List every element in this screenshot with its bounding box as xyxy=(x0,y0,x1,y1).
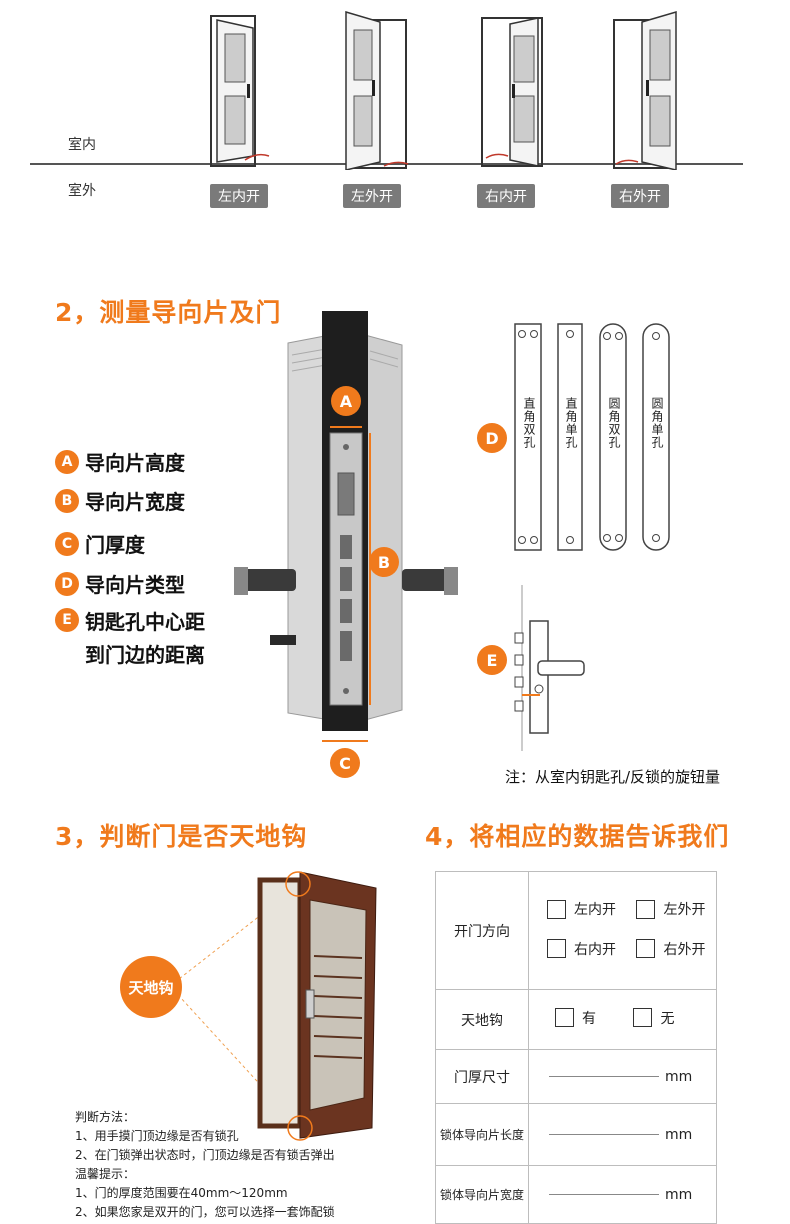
plate-label-straight-single: 直角单孔 xyxy=(564,397,578,449)
hook-heading: 3，判断门是否天地钩 xyxy=(55,822,308,851)
legend-text-c: 门厚度 xyxy=(85,533,145,557)
plate-width-label: 锁体导向片宽度 xyxy=(435,1165,529,1224)
legend-badge-b: B xyxy=(55,488,79,513)
legend-badge-e: E xyxy=(55,608,79,632)
indoor-label: 室内 xyxy=(68,137,96,153)
floor-line xyxy=(30,163,743,165)
keyhole-distance-diagram xyxy=(514,585,585,751)
legend-item-e: E 钥匙孔中心距 到门边的距离 xyxy=(55,606,205,668)
form-heading: 4，将相应的数据告诉我们 xyxy=(425,822,730,851)
plate-label-straight-double: 直角双孔 xyxy=(522,397,536,449)
option-label: 左外开 xyxy=(663,902,706,918)
outdoor-label: 室外 xyxy=(68,183,96,199)
plate-label-round-double: 圆角双孔 xyxy=(607,397,621,449)
plate-width-unit: mm xyxy=(665,1186,693,1203)
tips-title: 温馨提示： xyxy=(75,1167,136,1181)
option-left-out[interactable]: 左外开 xyxy=(636,899,705,919)
lock-body-illustration xyxy=(234,311,458,742)
hook-badge: 天地钩 xyxy=(120,956,182,1018)
option-label: 有 xyxy=(582,1010,596,1027)
door-tag-left-in: 左内开 xyxy=(210,184,268,208)
checkbox[interactable] xyxy=(555,1008,574,1028)
form-row-plate-width: 锁体导向片宽度 mm xyxy=(435,1165,717,1224)
option-hook-no[interactable]: 无 xyxy=(633,1008,674,1028)
legend-badge-c: C xyxy=(55,531,79,556)
hook-row-label: 天地钩 xyxy=(435,989,529,1050)
legend-item-c: C 门厚度 xyxy=(55,529,145,558)
form-row-direction: 开门方向 左内开 左外开 右内开 右外开 xyxy=(435,871,717,990)
door-diagram-right-in xyxy=(481,17,543,167)
callout-c: C xyxy=(330,748,360,778)
tip-2: 2、如果您家是双开的门，您可以选择一套饰配锁 xyxy=(75,1205,335,1219)
plate-length-unit: mm xyxy=(665,1126,693,1143)
method-title: 判断方法： xyxy=(75,1110,136,1124)
legend-item-a: A 导向片高度 xyxy=(55,447,185,476)
measure-note: 注：从室内钥匙孔/反锁的旋钮量 xyxy=(505,768,721,786)
option-right-out[interactable]: 右外开 xyxy=(636,939,705,959)
thickness-input[interactable] xyxy=(549,1076,659,1077)
method-block: 判断方法： 1、用手摸门顶边缘是否有锁孔 2、在门锁弹出状态时，门顶边缘是否有锁… xyxy=(75,1108,335,1222)
door-diagram-left-out xyxy=(345,10,409,170)
method-step-2: 2、在门锁弹出状态时，门顶边缘是否有锁舌弹出 xyxy=(75,1148,335,1162)
info-form-table: 开门方向 左内开 左外开 右内开 右外开 天地钩 有 无 门厚尺寸 mm xyxy=(435,871,717,1224)
plate-length-input[interactable] xyxy=(549,1134,659,1135)
checkbox[interactable] xyxy=(547,899,566,919)
tip-1: 1、门的厚度范围要在40mm～120mm xyxy=(75,1186,288,1200)
thickness-unit: mm xyxy=(665,1068,693,1085)
door-tag-left-out: 左外开 xyxy=(343,184,401,208)
form-row-hook: 天地钩 有 无 xyxy=(435,989,717,1050)
legend-badge-a: A xyxy=(55,449,79,474)
legend-text-a: 导向片高度 xyxy=(85,451,185,475)
option-label: 右内开 xyxy=(574,941,616,958)
callout-b: B xyxy=(369,547,399,577)
callout-d: D xyxy=(477,423,507,453)
checkbox[interactable] xyxy=(547,939,566,958)
option-label: 右外开 xyxy=(663,941,706,958)
legend-text-e-line2: 到门边的距离 xyxy=(85,643,205,667)
direction-label: 开门方向 xyxy=(435,871,529,990)
door-tag-right-out: 右外开 xyxy=(611,184,669,208)
door-diagram-left-in xyxy=(210,15,270,167)
thickness-label: 门厚尺寸 xyxy=(435,1049,529,1104)
checkbox[interactable] xyxy=(636,899,656,919)
legend-item-d: D 导向片类型 xyxy=(55,569,185,598)
door-diagram-right-out xyxy=(613,10,677,170)
form-row-thickness: 门厚尺寸 mm xyxy=(435,1049,717,1104)
callout-a: A xyxy=(331,386,361,416)
plate-label-round-single: 圆角单孔 xyxy=(650,397,664,449)
option-label: 左内开 xyxy=(574,902,616,918)
legend-badge-d: D xyxy=(55,571,79,596)
method-step-1: 1、用手摸门顶边缘是否有锁孔 xyxy=(75,1129,239,1143)
option-hook-yes[interactable]: 有 xyxy=(555,1008,629,1028)
option-right-in[interactable]: 右内开 xyxy=(547,939,632,959)
option-label: 无 xyxy=(660,1010,675,1027)
plate-width-input[interactable] xyxy=(549,1194,659,1195)
checkbox[interactable] xyxy=(636,939,656,958)
guide-plate-types xyxy=(514,323,670,551)
legend-text-e: 钥匙孔中心距 xyxy=(85,610,205,634)
legend-text-b: 导向片宽度 xyxy=(85,490,185,514)
callout-e: E xyxy=(477,645,507,675)
measure-heading: 2，测量导向片及门 xyxy=(55,298,282,327)
legend-item-b: B 导向片宽度 xyxy=(55,486,185,515)
legend-text-d: 导向片类型 xyxy=(85,573,185,597)
checkbox[interactable] xyxy=(633,1008,653,1028)
plate-length-label: 锁体导向片长度 xyxy=(435,1103,529,1166)
form-row-plate-length: 锁体导向片长度 mm xyxy=(435,1103,717,1166)
door-hook-illustration xyxy=(169,871,377,1141)
option-left-in[interactable]: 左内开 xyxy=(547,899,632,919)
door-tag-right-in: 右内开 xyxy=(477,184,535,208)
